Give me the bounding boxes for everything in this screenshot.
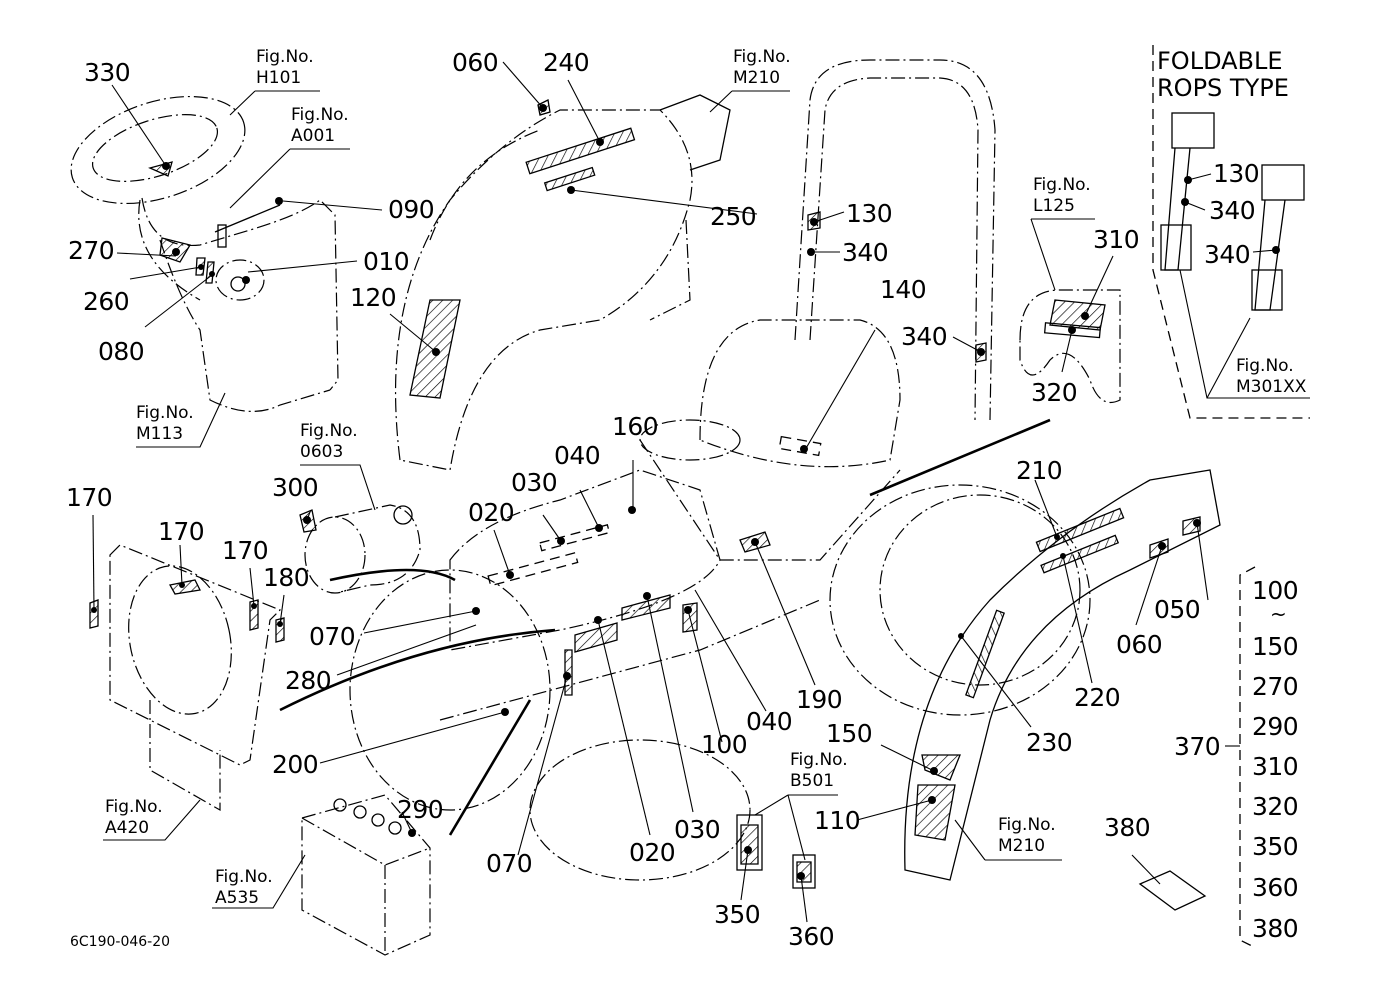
- group-370-item: 350: [1252, 832, 1299, 861]
- callout-030-top: 030: [511, 468, 558, 497]
- fig-ref-m210-bottom: Fig.No.M210: [998, 815, 1056, 856]
- callout-200: 200: [272, 750, 319, 779]
- callout-310: 310: [1093, 225, 1140, 254]
- fig-ref-m301xx: Fig.No.M301XX: [1236, 356, 1307, 397]
- fig-ref-a535: Fig.No.A535: [215, 867, 273, 908]
- fig-ref-a001: Fig.No.A001: [291, 105, 349, 146]
- fig-ref-m113: Fig.No.M113: [136, 403, 194, 444]
- callout-360: 360: [788, 922, 835, 951]
- callout-090: 090: [388, 195, 435, 224]
- fig-ref-0603: Fig.No.0603: [300, 421, 358, 462]
- leader-lines: [92, 61, 1277, 923]
- right-fender-drawing: [904, 469, 1221, 881]
- group-370-item: 310: [1252, 752, 1299, 781]
- callout-350: 350: [714, 900, 761, 929]
- air-cleaner-drawing: [299, 504, 421, 594]
- callout-380: 380: [1104, 813, 1151, 842]
- group-370-item: 290: [1252, 712, 1299, 741]
- fig-ref-h101: Fig.No.H101: [256, 47, 314, 88]
- callout-300: 300: [272, 473, 319, 502]
- radiator-shroud-drawing: [89, 544, 285, 812]
- callout-220: 220: [1074, 683, 1121, 712]
- callout-170-b: 170: [158, 517, 205, 546]
- callout-040-bottom: 040: [746, 707, 793, 736]
- callout-140: 140: [880, 275, 927, 304]
- callout-080: 080: [98, 337, 145, 366]
- callout-060-bottom: 060: [1116, 630, 1163, 659]
- callout-340-inset-b: 340: [1204, 240, 1251, 269]
- callout-010: 010: [363, 247, 410, 276]
- fig-ref-b501: Fig.No.B501: [790, 750, 848, 791]
- callout-190: 190: [796, 685, 843, 714]
- callout-130-inset: 130: [1213, 159, 1260, 188]
- callout-020-top: 020: [468, 498, 515, 527]
- group-370-range-tilde: ~: [1270, 602, 1287, 626]
- rear-tire-drawing: [829, 484, 1091, 716]
- callout-040-top: 040: [554, 441, 601, 470]
- callout-280: 280: [285, 666, 332, 695]
- group-370-item: 380: [1252, 914, 1299, 943]
- fig-ref-a420: Fig.No.A420: [105, 797, 163, 838]
- callout-320: 320: [1031, 378, 1078, 407]
- callout-070-a: 070: [309, 622, 356, 651]
- callout-070-b: 070: [486, 849, 533, 878]
- callout-270: 270: [68, 236, 115, 265]
- callout-170-c: 170: [222, 536, 269, 565]
- callout-120: 120: [350, 283, 397, 312]
- callout-030-bottom: 030: [674, 815, 721, 844]
- battery-drawing: [301, 794, 431, 956]
- rops-seat-drawing: [639, 59, 1051, 561]
- fig-ref-l125: Fig.No.L125: [1033, 175, 1091, 216]
- callout-110: 110: [814, 806, 861, 835]
- document-code: 6C190-046-20: [70, 934, 171, 950]
- callout-340-inset-a: 340: [1209, 196, 1256, 225]
- group-370-item: 150: [1252, 632, 1299, 661]
- manual-drawing: [1138, 870, 1207, 911]
- callout-210: 210: [1016, 456, 1063, 485]
- callout-370: 370: [1174, 732, 1221, 761]
- left-fender-drawing: [394, 94, 731, 471]
- callout-230: 230: [1026, 728, 1073, 757]
- callout-340-b: 340: [901, 322, 948, 351]
- group-370-item: 270: [1252, 672, 1299, 701]
- fig-ref-m210-top: Fig.No.M210: [733, 47, 791, 88]
- callout-340-a: 340: [842, 238, 889, 267]
- callout-020-bottom: 020: [629, 838, 676, 867]
- group-370-item: 360: [1252, 873, 1299, 902]
- group-370-bracket: [1225, 566, 1257, 949]
- callout-240: 240: [543, 48, 590, 77]
- group-370-item: 100: [1252, 576, 1299, 605]
- rops-bracket-drawing: [736, 814, 816, 889]
- group-370-item: 320: [1252, 792, 1299, 821]
- callout-180: 180: [263, 563, 310, 592]
- foldable-rops-inset: [1152, 45, 1310, 419]
- callout-330: 330: [84, 58, 131, 87]
- callout-050: 050: [1154, 595, 1201, 624]
- callout-150: 150: [826, 719, 873, 748]
- callout-250: 250: [710, 202, 757, 231]
- callout-290: 290: [397, 795, 444, 824]
- callout-060-top: 060: [452, 48, 499, 77]
- callout-260: 260: [83, 287, 130, 316]
- callout-170-a: 170: [66, 483, 113, 512]
- callout-160: 160: [612, 412, 659, 441]
- callout-130: 130: [846, 199, 893, 228]
- callout-100: 100: [701, 730, 748, 759]
